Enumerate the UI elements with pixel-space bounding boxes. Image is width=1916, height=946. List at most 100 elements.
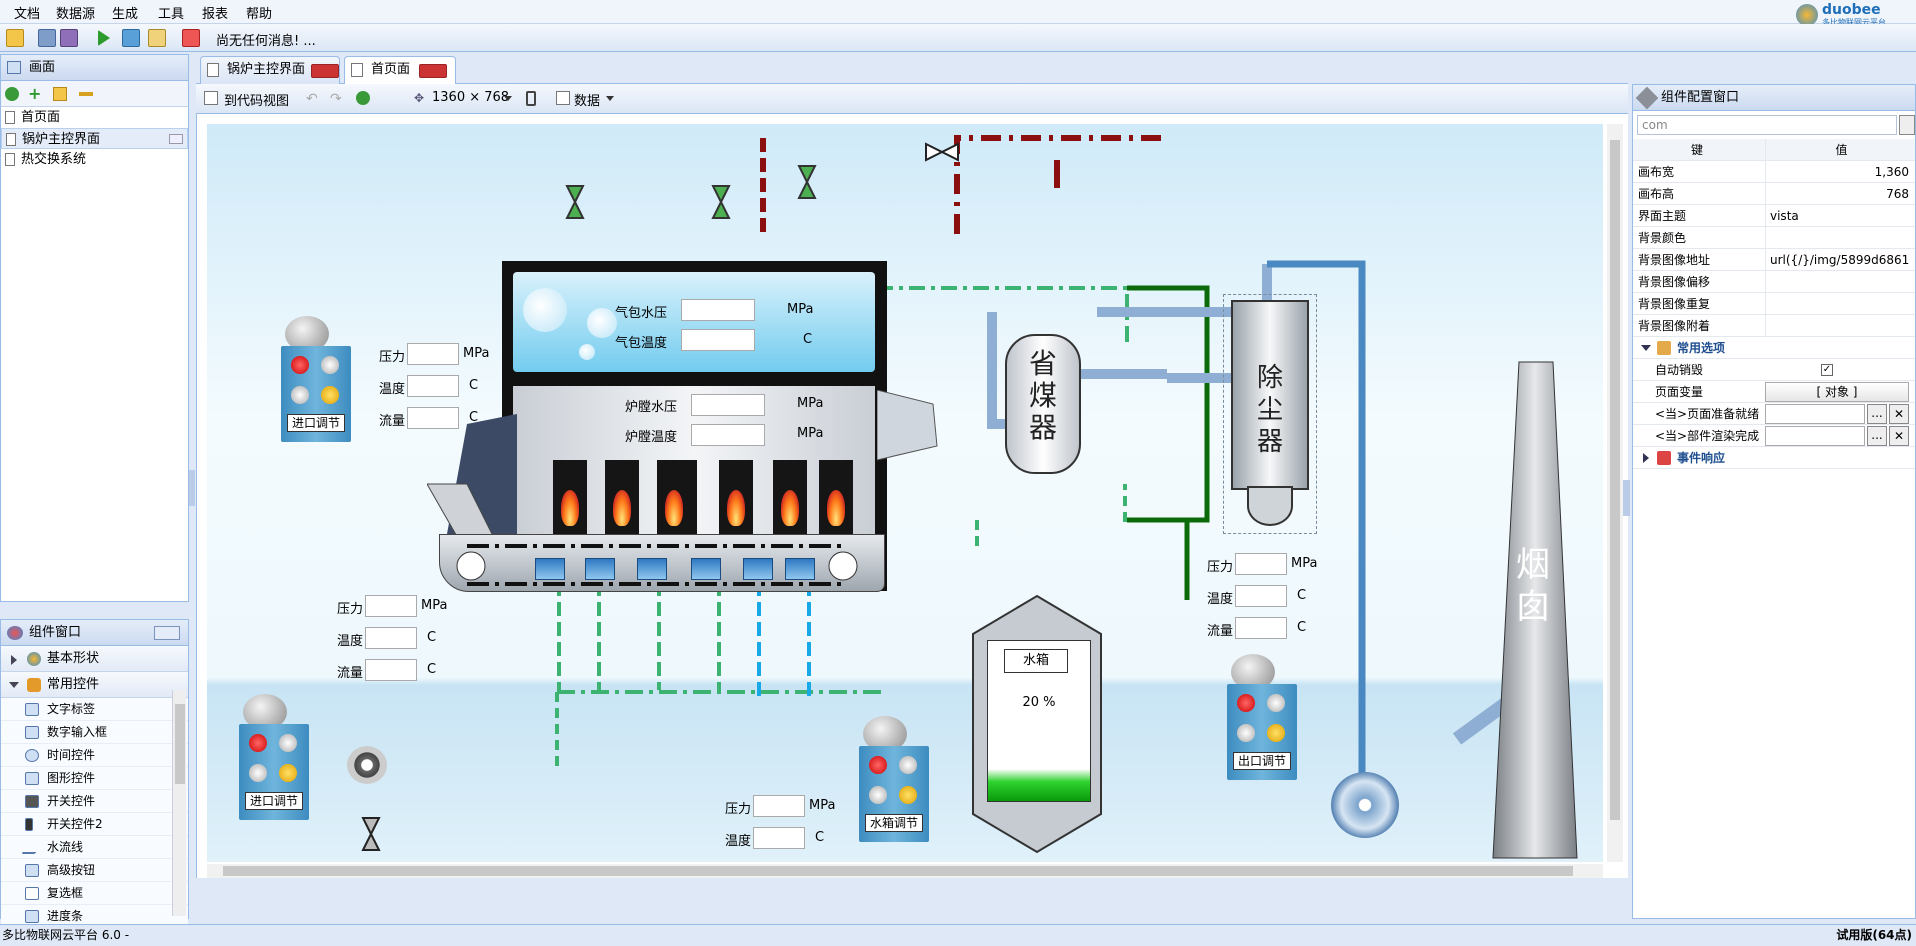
pressure-input[interactable] xyxy=(365,595,417,617)
scroll-thumb[interactable] xyxy=(1610,140,1620,820)
property-row-on-render[interactable]: <当>部件渲染完成 ... ✕ xyxy=(1633,425,1915,447)
component-number-input[interactable]: 数字输入框 xyxy=(1,721,188,744)
dust-collector[interactable]: 除尘器 xyxy=(1231,300,1309,490)
stop-icon[interactable] xyxy=(182,29,200,47)
outlet-control-panel[interactable]: 出口调节 xyxy=(1227,684,1297,780)
tab-close-button[interactable] xyxy=(419,64,447,78)
left-collapse-handle[interactable] xyxy=(189,470,195,506)
redo-icon[interactable]: ↷ xyxy=(330,91,342,107)
group-common-controls[interactable]: 常用控件 xyxy=(1,672,188,698)
property-row-page-var[interactable]: 页面变量 [ 对象 ] xyxy=(1633,381,1915,403)
inlet-control-panel-2[interactable]: 进口调节 xyxy=(239,724,309,820)
property-value[interactable] xyxy=(1765,227,1913,249)
menu-datasource[interactable]: 数据源 xyxy=(56,7,96,22)
temperature-input[interactable] xyxy=(753,827,805,849)
property-value[interactable]: 1,360 xyxy=(1765,161,1913,183)
inlet-control-panel-1[interactable]: 进口调节 xyxy=(281,346,351,442)
component-switch-2[interactable]: 开关控件2 xyxy=(1,813,188,836)
flow-input[interactable] xyxy=(365,659,417,681)
property-row-on-ready[interactable]: <当>页面准备就绪 ... ✕ xyxy=(1633,403,1915,425)
resolution-dropdown[interactable]: 1360 × 768 xyxy=(432,90,510,105)
component-advanced-button[interactable]: 高级按钮 xyxy=(1,859,188,882)
property-value[interactable]: vista xyxy=(1765,205,1913,227)
refresh-icon[interactable] xyxy=(356,91,370,105)
page-item-home[interactable]: 首页面 xyxy=(1,107,188,128)
scroll-thumb[interactable] xyxy=(175,704,185,784)
valve-icon[interactable] xyxy=(361,816,381,852)
temperature-input[interactable] xyxy=(407,375,459,397)
page-item-heat-exchange[interactable]: 热交换系统 xyxy=(1,149,188,170)
induced-draft-fan-icon[interactable] xyxy=(1331,772,1399,838)
save-icon[interactable] xyxy=(38,29,56,47)
mobile-icon[interactable] xyxy=(526,91,536,106)
furnace-temp-input[interactable] xyxy=(691,424,765,446)
add-icon[interactable]: + xyxy=(28,84,42,103)
component-checkbox[interactable]: 复选框 xyxy=(1,882,188,905)
section-event-response[interactable]: 事件响应 xyxy=(1633,447,1915,469)
property-value[interactable] xyxy=(1765,315,1913,337)
furnace-pressure-input[interactable] xyxy=(691,394,765,416)
menu-help[interactable]: 帮助 xyxy=(246,7,273,22)
data-dropdown[interactable]: 数据 xyxy=(574,94,601,109)
run-icon[interactable] xyxy=(98,30,110,46)
clear-icon[interactable]: ✕ xyxy=(1889,404,1909,424)
property-row[interactable]: 背景图像重复 xyxy=(1633,293,1915,315)
page-item-boiler[interactable]: 锅炉主控界面 xyxy=(1,128,188,149)
undo-icon[interactable]: ↶ xyxy=(306,91,318,107)
scroll-thumb[interactable] xyxy=(223,866,1573,876)
on-render-input[interactable] xyxy=(1765,426,1865,446)
pressure-input[interactable] xyxy=(1235,553,1287,575)
valve-icon[interactable] xyxy=(924,142,960,162)
section-common-options[interactable]: 常用选项 xyxy=(1633,337,1915,359)
flow-input[interactable] xyxy=(407,407,459,429)
right-collapse-handle[interactable] xyxy=(1623,480,1630,516)
temperature-input[interactable] xyxy=(1235,585,1287,607)
feed-pump-icon[interactable] xyxy=(347,746,387,784)
on-ready-input[interactable] xyxy=(1765,404,1865,424)
canvas-vertical-scrollbar[interactable] xyxy=(1607,124,1623,862)
component-water-line[interactable]: 水流线 xyxy=(1,836,188,859)
publish-icon[interactable] xyxy=(122,29,140,47)
open-folder-icon[interactable] xyxy=(6,29,24,47)
property-row[interactable]: 背景颜色 xyxy=(1633,227,1915,249)
edit-icon[interactable] xyxy=(53,87,67,101)
component-switch[interactable]: 开关控件 xyxy=(1,790,188,813)
property-row[interactable]: 背景图像偏移 xyxy=(1633,271,1915,293)
property-value[interactable] xyxy=(1765,293,1913,315)
save-all-icon[interactable] xyxy=(60,29,78,47)
property-row-auto-destroy[interactable]: 自动销毁 ✓ xyxy=(1633,359,1915,381)
flow-input[interactable] xyxy=(1235,617,1287,639)
valve-icon[interactable] xyxy=(565,184,585,220)
valve-icon[interactable] xyxy=(797,164,817,200)
drum-pressure-input[interactable] xyxy=(681,299,755,321)
group-basic-shapes[interactable]: 基本形状 xyxy=(1,646,188,672)
component-text-label[interactable]: 文字标签 xyxy=(1,698,188,721)
temperature-input[interactable] xyxy=(365,627,417,649)
property-value[interactable]: 768 xyxy=(1765,183,1913,205)
pressure-input[interactable] xyxy=(407,343,459,365)
drum-temp-input[interactable] xyxy=(681,329,755,351)
canvas-horizontal-scrollbar[interactable] xyxy=(207,864,1603,878)
page-var-button[interactable]: [ 对象 ] xyxy=(1765,382,1909,402)
property-search-input[interactable]: com xyxy=(1637,115,1897,135)
property-row[interactable]: 背景图像附着 xyxy=(1633,315,1915,337)
chart-icon[interactable] xyxy=(148,29,166,47)
component-time[interactable]: 时间控件 xyxy=(1,744,188,767)
copy-icon[interactable] xyxy=(1899,115,1915,135)
ellipsis-button[interactable]: ... xyxy=(1867,404,1887,424)
economizer[interactable]: 省煤器 xyxy=(1005,334,1081,474)
ellipsis-button[interactable]: ... xyxy=(1867,426,1887,446)
clear-icon[interactable]: ✕ xyxy=(1889,426,1909,446)
component-scrollbar[interactable] xyxy=(172,690,186,916)
remove-icon[interactable] xyxy=(79,92,93,96)
property-value[interactable]: url({/}/img/5899d6861 xyxy=(1765,249,1913,271)
pressure-input[interactable] xyxy=(753,795,805,817)
tank-control-panel[interactable]: 水箱调节 xyxy=(859,746,929,842)
component-graphic[interactable]: 图形控件 xyxy=(1,767,188,790)
menu-file[interactable]: 文档 xyxy=(14,7,41,22)
refresh-icon[interactable] xyxy=(5,87,19,101)
tab-home[interactable]: 首页面 xyxy=(344,56,456,85)
design-canvas[interactable]: 气包水压 MPa 气包温度 C 炉膛水压 MPa 炉膛温度 MPa 压力 MPa… xyxy=(207,124,1603,862)
auto-destroy-checkbox[interactable]: ✓ xyxy=(1821,364,1833,376)
